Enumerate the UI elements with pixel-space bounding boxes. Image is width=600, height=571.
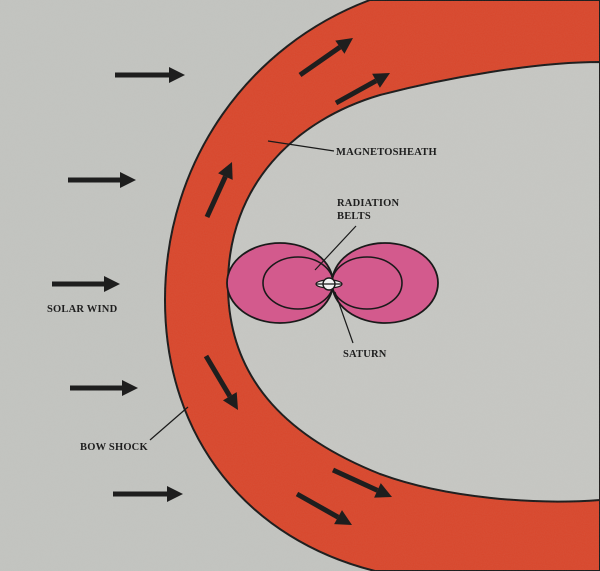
magnetosheath-flow-arrows: [203, 38, 392, 525]
flow-arrow-3-shaft: [204, 175, 228, 219]
bow-shock-leader: [149, 406, 189, 441]
solar-wind-arrow-4-head: [122, 380, 138, 396]
flow-arrow-4-head: [222, 392, 238, 410]
radiation-belts-label-line2: BELTS: [337, 211, 371, 222]
flow-arrow-4: [203, 354, 238, 410]
flow-arrow-1-shaft: [298, 45, 342, 78]
flow-arrow-5-head: [374, 483, 392, 498]
flow-arrow-5-shaft: [331, 467, 379, 493]
flow-arrow-6-shaft: [295, 491, 340, 520]
magnetosheath-label: MAGNETOSHEATH: [336, 147, 437, 158]
flow-arrow-3: [204, 162, 233, 219]
radiation-belts-leader: [314, 225, 357, 271]
flow-arrow-6: [295, 491, 352, 525]
solar-wind-arrow-3: [52, 276, 120, 292]
solar-wind-arrow-5: [113, 486, 183, 502]
flow-arrow-3-head: [218, 162, 233, 180]
saturn-leader: [334, 291, 354, 344]
solar-wind-arrow-5-head: [167, 486, 183, 502]
flow-arrow-1: [298, 38, 353, 78]
radiation-belts-label-line1: RADIATION: [337, 198, 399, 209]
solar-wind-arrows: [52, 67, 185, 502]
flow-arrow-6-head: [334, 510, 352, 525]
right-belt-lobe: [331, 242, 439, 324]
flow-arrow-2-shaft: [334, 78, 378, 106]
saturn-label: SATURN: [343, 349, 387, 360]
saturn-planet: [315, 277, 343, 291]
solar-wind-arrow-2: [68, 172, 136, 188]
flow-arrow-2-head: [372, 73, 390, 88]
solar-wind-arrow-4: [70, 380, 138, 396]
flow-arrow-4-shaft: [203, 354, 232, 398]
solar-wind-arrow-2-head: [120, 172, 136, 188]
leader-lines: [149, 140, 357, 441]
solar-wind-arrow-1-head: [169, 67, 185, 83]
solar-wind-label: SOLAR WIND: [47, 304, 118, 315]
flow-arrow-2: [334, 73, 390, 106]
flow-arrow-5: [331, 467, 392, 498]
solar-wind-arrow-3-head: [104, 276, 120, 292]
solar-wind-arrow-1: [115, 67, 185, 83]
bow-shock-label: BOW SHOCK: [80, 442, 148, 453]
flow-arrow-1-head: [335, 38, 353, 54]
magnetosheath-leader: [267, 140, 335, 152]
